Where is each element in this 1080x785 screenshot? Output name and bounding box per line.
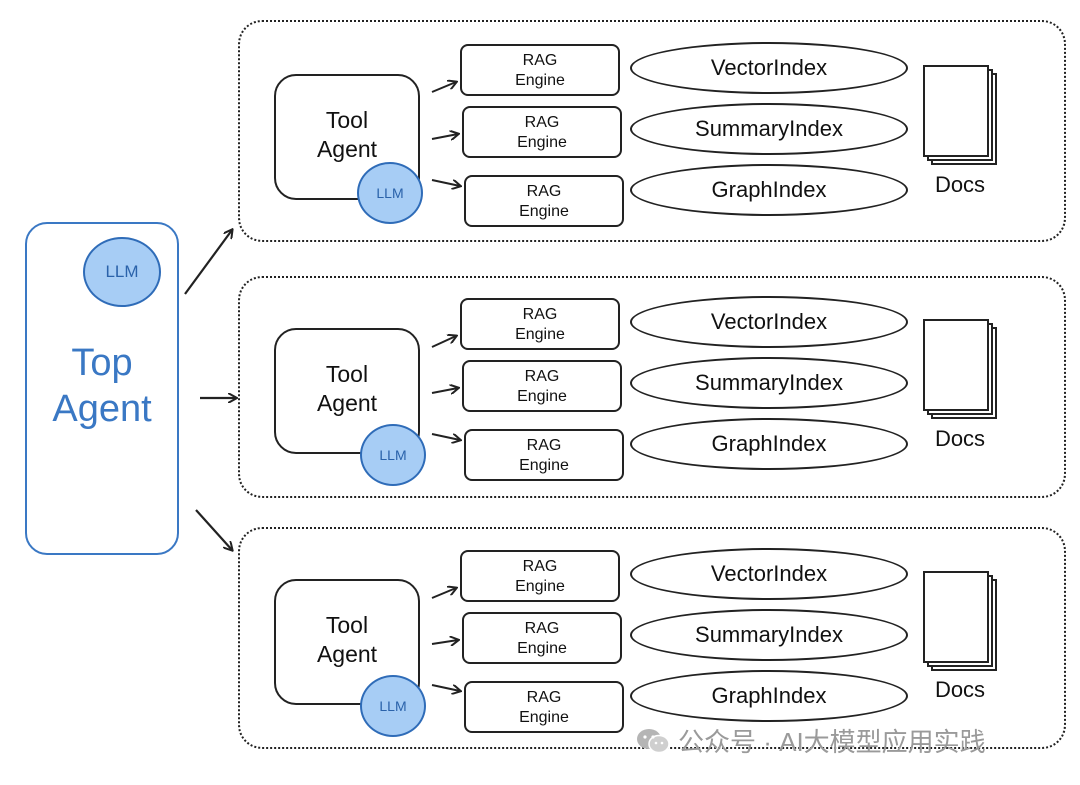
top-agent-box	[25, 222, 179, 555]
index-ellipse: VectorIndex	[630, 296, 908, 348]
top-agent-llm-badge: LLM	[83, 237, 161, 307]
tool-agent-box	[274, 579, 420, 705]
wechat-icon	[636, 728, 670, 754]
tool-agent-box	[274, 328, 420, 454]
tool-agent-group-2	[238, 276, 1066, 498]
index-ellipse: VectorIndex	[630, 42, 908, 94]
arrow-top-to-group-1	[184, 230, 232, 295]
docs-icon	[923, 571, 997, 671]
llm-label: LLM	[379, 447, 407, 463]
watermark: 公众号 · AI大模型应用实践	[636, 722, 986, 759]
index-ellipse: GraphIndex	[630, 418, 908, 470]
docs-label: Docs	[934, 426, 986, 451]
index-ellipse: SummaryIndex	[630, 609, 908, 661]
watermark-text: 公众号 · AI大模型应用实践	[678, 727, 986, 757]
arrow-top-to-group-3	[195, 509, 232, 550]
llm-label: LLM	[105, 262, 139, 281]
index-ellipse: GraphIndex	[630, 164, 908, 216]
docs-label: Docs	[934, 677, 986, 702]
tool-agent-llm-badge: LLM	[357, 162, 423, 224]
docs-icon	[923, 65, 997, 165]
index-ellipse: VectorIndex	[630, 548, 908, 600]
index-ellipse: SummaryIndex	[630, 357, 908, 409]
tool-agent-group-1	[238, 20, 1066, 242]
docs-icon	[923, 319, 997, 419]
index-ellipse: SummaryIndex	[630, 103, 908, 155]
docs-label: Docs	[934, 172, 986, 197]
llm-label: LLM	[379, 698, 407, 714]
tool-agent-box	[274, 74, 420, 200]
tool-agent-llm-badge: LLM	[360, 424, 426, 486]
llm-label: LLM	[376, 185, 404, 201]
tool-agent-llm-badge: LLM	[360, 675, 426, 737]
index-ellipse: GraphIndex	[630, 670, 908, 722]
